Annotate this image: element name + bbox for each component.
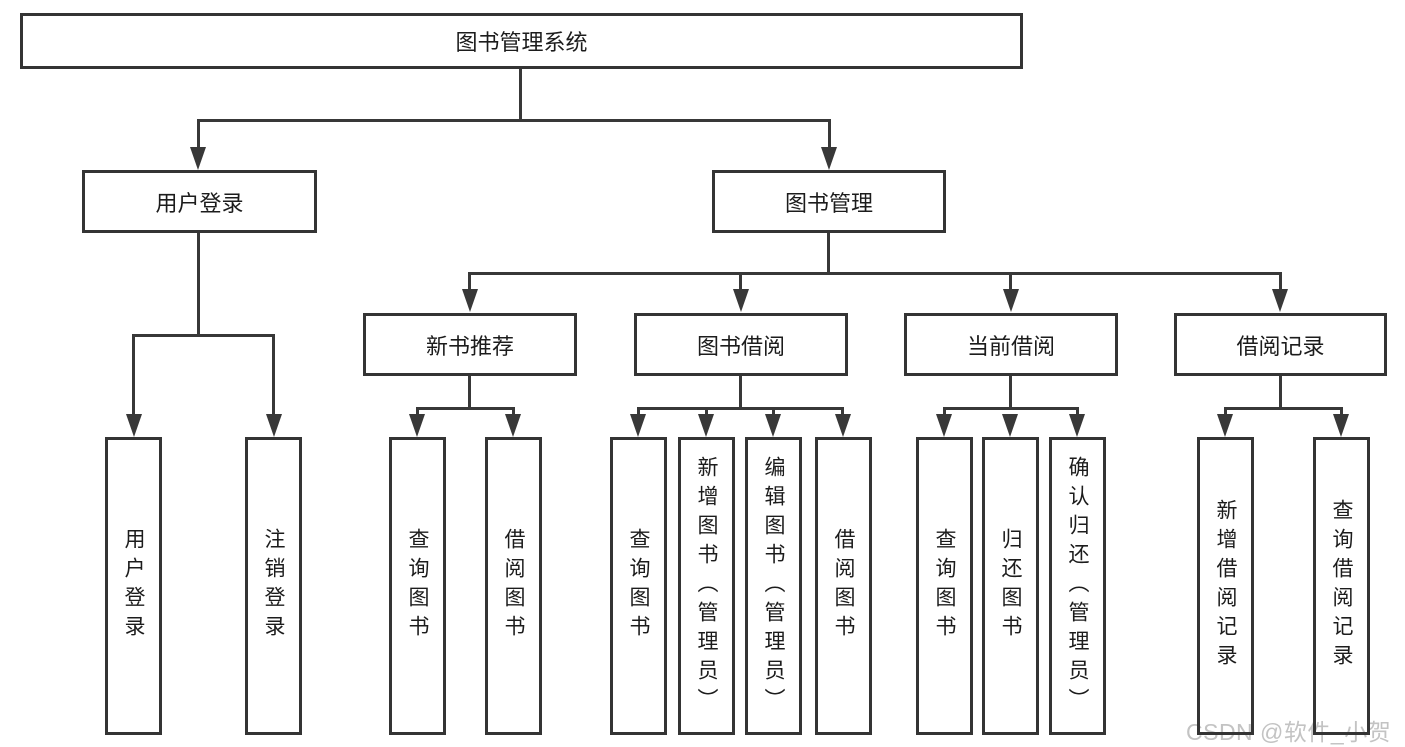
leaf-label: 查询图书 <box>627 528 650 644</box>
leaf-label: 查询图书 <box>406 528 429 644</box>
connector-arrow <box>126 414 142 437</box>
connector-arrow <box>765 414 781 437</box>
leaf-edit-book-admin: 编辑图书（管理员） <box>745 437 802 735</box>
leaf-label: 借阅图书 <box>832 528 855 644</box>
connector-line <box>132 334 135 416</box>
connector-arrow <box>698 414 714 437</box>
connector-arrow <box>1069 414 1085 437</box>
connector-line <box>828 119 831 149</box>
leaf-label: 新增图书（管理员） <box>695 455 718 717</box>
connector-line <box>272 334 275 416</box>
connector-arrow <box>936 414 952 437</box>
connector-line <box>1009 376 1012 409</box>
connector-line <box>1009 272 1012 292</box>
connector-line <box>637 407 844 410</box>
connector-arrow <box>1217 414 1233 437</box>
connector-line <box>519 69 522 119</box>
connector-line <box>943 407 1078 410</box>
connector-line <box>1076 407 1079 417</box>
connector-line <box>468 272 1282 275</box>
leaf-query-borrow-record: 查询借阅记录 <box>1313 437 1370 735</box>
connector-line <box>827 233 830 274</box>
leaf-label: 注销登录 <box>262 528 285 644</box>
connector-line <box>943 407 946 417</box>
connector-arrow <box>462 289 478 312</box>
node-book-management: 图书管理 <box>712 170 946 233</box>
connector-arrow <box>1272 289 1288 312</box>
connector-line <box>705 407 708 417</box>
connector-line <box>739 272 742 292</box>
connector-line <box>468 376 471 409</box>
leaf-query-books-borrowing: 查询图书 <box>610 437 667 735</box>
connector-arrow <box>190 147 206 170</box>
connector-line <box>1224 407 1227 417</box>
leaf-add-borrow-record: 新增借阅记录 <box>1197 437 1254 735</box>
connector-arrow <box>1333 414 1349 437</box>
leaf-label: 查询图书 <box>933 528 956 644</box>
connector-arrow <box>733 289 749 312</box>
leaf-borrow-books-borrowing: 借阅图书 <box>815 437 872 735</box>
connector-arrow <box>1003 289 1019 312</box>
node-library-management-system: 图书管理系统 <box>20 13 1023 69</box>
leaf-confirm-return-admin: 确认归还（管理员） <box>1049 437 1106 735</box>
connector-line <box>416 407 515 410</box>
leaf-label: 新增借阅记录 <box>1214 499 1237 673</box>
connector-arrow <box>1002 414 1018 437</box>
leaf-label: 确认归还（管理员） <box>1066 455 1089 717</box>
connector-arrow <box>505 414 521 437</box>
connector-line <box>132 334 275 337</box>
node-user-login: 用户登录 <box>82 170 317 233</box>
connector-line <box>1224 407 1342 410</box>
connector-line <box>1340 407 1343 417</box>
leaf-label: 借阅图书 <box>502 528 525 644</box>
connector-arrow <box>266 414 282 437</box>
connector-line <box>772 407 775 417</box>
connector-line <box>841 407 844 417</box>
connector-line <box>468 272 471 292</box>
connector-line <box>739 376 742 409</box>
connector-arrow <box>630 414 646 437</box>
connector-line <box>1279 272 1282 292</box>
leaf-label: 归还图书 <box>999 528 1022 644</box>
connector-arrow <box>835 414 851 437</box>
connector-line <box>1279 376 1282 409</box>
watermark: CSDN @软件_小贺同学 <box>1186 719 1392 745</box>
leaf-label: 编辑图书（管理员） <box>762 455 785 717</box>
node-book-borrowing: 图书借阅 <box>634 313 848 376</box>
leaf-borrow-books-recommend: 借阅图书 <box>485 437 542 735</box>
leaf-query-books-current: 查询图书 <box>916 437 973 735</box>
leaf-add-book-admin: 新增图书（管理员） <box>678 437 735 735</box>
connector-line <box>512 407 515 417</box>
leaf-query-books-recommend: 查询图书 <box>389 437 446 735</box>
connector-line <box>197 119 831 122</box>
connector-line <box>416 407 419 417</box>
leaf-return-books: 归还图书 <box>982 437 1039 735</box>
leaf-logout: 注销登录 <box>245 437 302 735</box>
leaf-user-login: 用户登录 <box>105 437 162 735</box>
connector-line <box>197 233 200 336</box>
connector-arrow <box>409 414 425 437</box>
leaf-label: 用户登录 <box>122 528 145 644</box>
node-current-borrowing: 当前借阅 <box>904 313 1118 376</box>
connector-line <box>637 407 640 417</box>
connector-arrow <box>821 147 837 170</box>
leaf-label: 查询借阅记录 <box>1330 499 1353 673</box>
node-new-book-recommendation: 新书推荐 <box>363 313 577 376</box>
connector-line <box>197 119 200 149</box>
node-borrowing-records: 借阅记录 <box>1174 313 1387 376</box>
